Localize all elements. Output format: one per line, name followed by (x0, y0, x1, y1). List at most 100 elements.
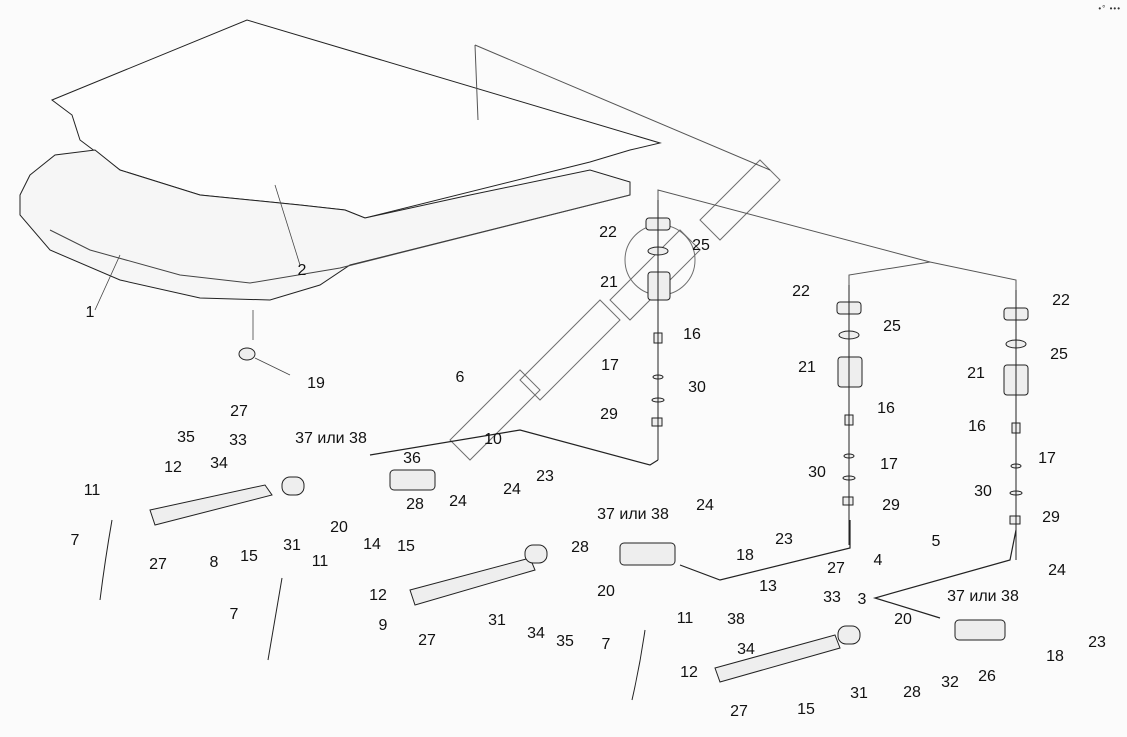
reservoir-assembly-1 (645, 200, 671, 460)
lever-9 (409, 557, 536, 606)
callout-24: 24 (503, 481, 521, 498)
callout-25: 25 (1050, 346, 1068, 363)
pedal-rod-7a (99, 519, 113, 601)
callout-2: 2 (297, 262, 307, 279)
callout-34: 34 (210, 455, 228, 472)
callout-11: 11 (83, 482, 101, 499)
callout-22: 22 (1052, 292, 1070, 309)
callout-21: 21 (600, 274, 618, 291)
callout-32: 32 (941, 674, 959, 691)
callout-7: 7 (70, 532, 80, 549)
callout-12: 12 (369, 587, 387, 604)
floor-base-part-1 (19, 149, 631, 301)
lever-8 (149, 484, 273, 526)
callout-31: 31 (850, 685, 868, 702)
callout-24: 24 (449, 493, 467, 510)
callout-27: 27 (827, 560, 845, 577)
callout-28: 28 (571, 539, 589, 556)
callout-17: 17 (601, 357, 619, 374)
corner-mark: •° ••• (1098, 4, 1121, 13)
callout-14: 14 (363, 536, 381, 553)
callout-20: 20 (894, 611, 912, 628)
callout-20: 20 (597, 583, 615, 600)
callout-9: 9 (378, 617, 388, 634)
pipe-5 (872, 529, 1017, 619)
master-cylinder-c (954, 619, 1006, 641)
callout-7: 7 (601, 636, 611, 653)
callout-38: 38 (727, 611, 745, 628)
pipe-4 (679, 520, 851, 581)
master-cylinder-b (619, 542, 676, 566)
master-cylinder-a (389, 469, 436, 491)
callout-33: 33 (823, 589, 841, 606)
pedal-rod-7b (267, 577, 283, 661)
callout-33: 33 (229, 432, 247, 449)
callout-37-or-38: 37 или 38 (295, 430, 367, 447)
callout-23: 23 (536, 468, 554, 485)
callout-1: 1 (85, 304, 95, 321)
callout-30: 30 (688, 379, 706, 396)
callout-3: 3 (857, 591, 867, 608)
callout-18: 18 (1046, 648, 1064, 665)
callout-35: 35 (177, 429, 195, 446)
callout-27: 27 (418, 632, 436, 649)
callout-27: 27 (730, 703, 748, 720)
callout-11: 11 (311, 553, 329, 570)
callout-31: 31 (283, 537, 301, 554)
callout-4: 4 (873, 552, 883, 569)
callout-28: 28 (903, 684, 921, 701)
callout-27: 27 (230, 403, 248, 420)
callout-12: 12 (680, 664, 698, 681)
callout-15: 15 (240, 548, 258, 565)
callout-37-or-38: 37 или 38 (597, 506, 669, 523)
callout-21: 21 (798, 359, 816, 376)
callout-28: 28 (406, 496, 424, 513)
callout-25: 25 (692, 237, 710, 254)
callout-29: 29 (1042, 509, 1060, 526)
callout-30: 30 (974, 483, 992, 500)
callout-12: 12 (164, 459, 182, 476)
callout-17: 17 (880, 456, 898, 473)
callout-11: 11 (676, 610, 694, 627)
callout-25: 25 (883, 318, 901, 335)
callout-10: 10 (484, 431, 502, 448)
callout-16: 16 (877, 400, 895, 417)
callout-16: 16 (683, 326, 701, 343)
callout-22: 22 (599, 224, 617, 241)
callout-17: 17 (1038, 450, 1056, 467)
callout-27: 27 (149, 556, 167, 573)
reservoir-assembly-2 (836, 285, 863, 545)
bushing-19 (238, 347, 256, 361)
callout-5: 5 (931, 533, 941, 550)
reservoir-assembly-3 (1003, 290, 1029, 560)
callout-34: 34 (527, 625, 545, 642)
callout-24: 24 (696, 497, 714, 514)
pipe-6 (369, 429, 659, 466)
pedal-rod-7c (631, 629, 646, 701)
callout-7: 7 (229, 606, 239, 623)
callout-24: 24 (1048, 562, 1066, 579)
callout-29: 29 (600, 406, 618, 423)
callout-21: 21 (967, 365, 985, 382)
callout-35: 35 (556, 633, 574, 650)
callout-22: 22 (792, 283, 810, 300)
callout-23: 23 (1088, 634, 1106, 651)
callout-15: 15 (397, 538, 415, 555)
callout-8: 8 (209, 554, 219, 571)
callout-18: 18 (736, 547, 754, 564)
callout-31: 31 (488, 612, 506, 629)
callout-20: 20 (330, 519, 348, 536)
callout-34: 34 (737, 641, 755, 658)
callout-15: 15 (797, 701, 815, 718)
callout-26: 26 (978, 668, 996, 685)
callout-37-or-38: 37 или 38 (947, 588, 1019, 605)
callout-16: 16 (968, 418, 986, 435)
callout-29: 29 (882, 497, 900, 514)
callout-36: 36 (403, 450, 421, 467)
callout-6: 6 (455, 369, 465, 386)
lever-3 (714, 634, 841, 683)
callout-19: 19 (307, 375, 325, 392)
callout-13: 13 (759, 578, 777, 595)
